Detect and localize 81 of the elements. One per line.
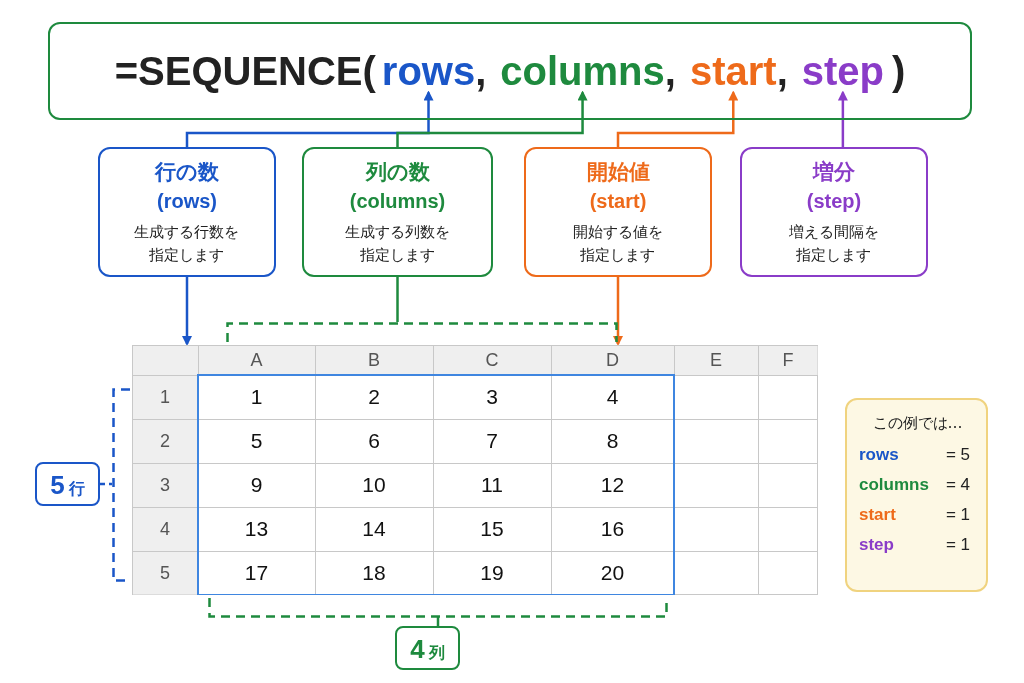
parameter-value: = 5	[944, 445, 971, 465]
formula-box	[48, 22, 972, 120]
count-text: 行	[68, 479, 85, 499]
row-number: 1	[160, 386, 170, 408]
heading-text: 開始値	[586, 159, 650, 186]
cell-value: 16	[600, 517, 625, 541]
cell-value: 11	[481, 473, 503, 497]
heading-text: 行の数	[155, 159, 219, 186]
arrow	[613, 277, 623, 346]
connector-line	[100, 482, 112, 486]
formula-text: ,	[776, 48, 788, 94]
column-letter: A	[250, 349, 263, 371]
cell-value: 7	[486, 429, 498, 453]
argument-label: start	[689, 48, 777, 94]
summary-box	[845, 398, 988, 592]
description-box	[524, 147, 712, 277]
formula-text: =SEQUENCE(	[114, 48, 376, 94]
cell-value: 13	[244, 517, 269, 541]
formula-text: ,	[664, 48, 676, 94]
arrow	[185, 90, 434, 147]
column-letter: E	[710, 349, 722, 371]
arrow	[396, 90, 588, 147]
column-letter: F	[782, 349, 794, 371]
description-box	[740, 147, 928, 277]
parameter-name: step	[859, 535, 895, 555]
formula-text: )	[892, 48, 906, 94]
arrow	[182, 277, 192, 346]
heading-text: (start)	[589, 189, 647, 214]
cell-value: 17	[244, 561, 269, 585]
cell-value: 5	[250, 429, 263, 453]
cell-value: 12	[600, 473, 625, 497]
heading-text: 列の数	[365, 159, 430, 186]
parameter-value: = 1	[944, 535, 971, 555]
description-box	[98, 147, 276, 277]
parameter-name: rows	[859, 445, 900, 465]
cell-value: 19	[480, 561, 504, 585]
summary-heading: この例では…	[871, 414, 964, 433]
parameter-value: = 4	[944, 475, 971, 495]
heading-text: (columns)	[349, 189, 446, 214]
argument-label: columns	[500, 48, 665, 94]
cell-value: 10	[362, 473, 386, 497]
description-text: 開始する値を指定します	[572, 223, 664, 265]
cell-value: 2	[368, 385, 380, 409]
cell-value: 20	[600, 561, 625, 585]
description-text: 生成する列数を指定します	[344, 223, 451, 265]
row-number: 2	[160, 430, 170, 452]
argument-label: step	[801, 48, 884, 94]
cell-value: 14	[362, 517, 386, 541]
description-box	[302, 147, 493, 277]
connector-line	[396, 277, 399, 322]
cell-value: 8	[606, 429, 619, 453]
count-badge	[395, 626, 460, 670]
heading-text: (step)	[806, 189, 862, 214]
formula-text: ,	[475, 48, 487, 94]
cell-value: 18	[362, 561, 386, 585]
cell-value: 9	[250, 473, 263, 497]
arrow	[616, 90, 739, 147]
parameter-name: columns	[859, 475, 930, 495]
argument-label: rows	[381, 48, 476, 94]
heading-text: (rows)	[157, 189, 217, 214]
arrow	[837, 90, 848, 147]
cell-value: 15	[480, 517, 504, 541]
column-letter: D	[606, 349, 619, 371]
heading-text: 増分	[813, 159, 855, 186]
cell-value: 6	[368, 429, 380, 453]
count-badge	[35, 462, 100, 506]
parameter-value: = 1	[944, 505, 971, 525]
cell-value: 4	[606, 385, 619, 409]
row-number: 5	[160, 562, 170, 584]
count-text: 5	[50, 470, 65, 501]
row-number: 4	[160, 518, 170, 540]
count-text: 列	[428, 643, 445, 663]
row-number: 3	[160, 474, 170, 496]
description-text: 生成する行数を指定します	[133, 223, 241, 265]
column-letter: C	[485, 349, 499, 371]
cell-value: 3	[486, 385, 498, 409]
description-text: 増える間隔を指定します	[788, 223, 880, 265]
count-text: 4	[410, 634, 425, 665]
cell-value: 1	[250, 385, 263, 409]
column-letter: B	[368, 349, 380, 371]
parameter-name: start	[859, 505, 897, 525]
